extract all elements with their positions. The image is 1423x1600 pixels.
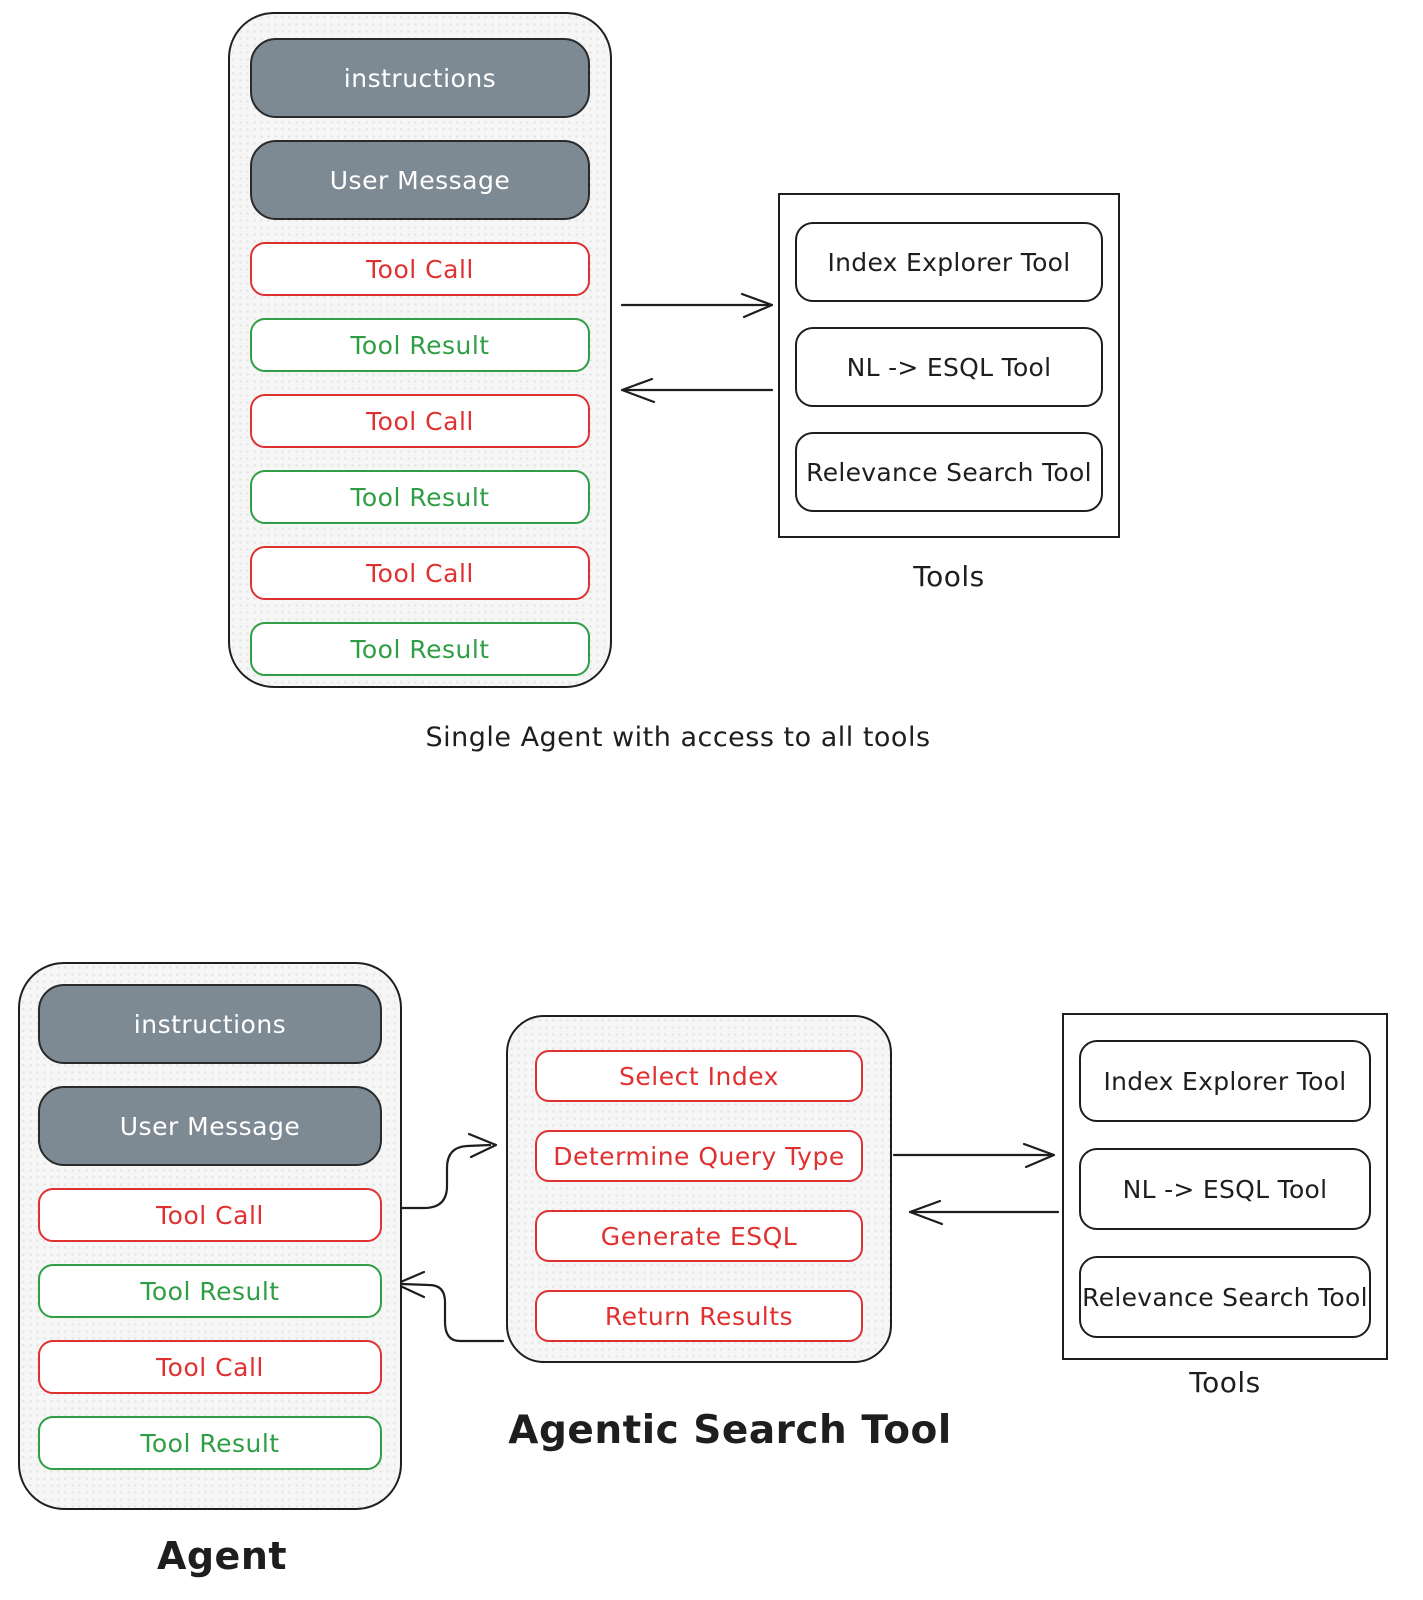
tool-result-box: Tool Result: [250, 622, 590, 676]
tool-call-box: Tool Call: [250, 546, 590, 600]
tool-result-box: Tool Result: [38, 1416, 382, 1470]
tool-result-box: Tool Result: [38, 1264, 382, 1318]
bottom-tools-box: Index Explorer Tool NL -> ESQL Tool Rele…: [1062, 1013, 1388, 1360]
arrow-top-agent-to-tools: [620, 292, 774, 319]
index-explorer-tool: Index Explorer Tool: [795, 222, 1103, 302]
agentic-search-tool-caption: Agentic Search Tool: [508, 1408, 952, 1453]
arrow-agentic-search-to-tool-result: [394, 1270, 505, 1343]
nl-to-esql-tool: NL -> ESQL Tool: [1079, 1148, 1371, 1230]
relevance-search-tool: Relevance Search Tool: [795, 432, 1103, 512]
user-message-box: User Message: [38, 1086, 382, 1166]
arrow-tools-to-agentic-search: [908, 1199, 1060, 1226]
agentic-search-tool-container: Select Index Determine Query Type Genera…: [506, 1015, 892, 1363]
agent-container: instructions User Message Tool Call Tool…: [18, 962, 402, 1510]
arrow-agentic-search-to-tools: [892, 1142, 1056, 1169]
bottom-tools-caption: Tools: [1189, 1366, 1261, 1399]
instructions-box: instructions: [38, 984, 382, 1064]
top-tools-box: Index Explorer Tool NL -> ESQL Tool Rele…: [778, 193, 1120, 538]
generate-esql-step: Generate ESQL: [535, 1210, 863, 1262]
relevance-search-tool: Relevance Search Tool: [1079, 1256, 1371, 1338]
tool-call-box: Tool Call: [250, 394, 590, 448]
top-tools-caption: Tools: [913, 560, 985, 593]
nl-to-esql-tool: NL -> ESQL Tool: [795, 327, 1103, 407]
tool-result-box: Tool Result: [250, 470, 590, 524]
return-results-step: Return Results: [535, 1290, 863, 1342]
agent-caption: Agent: [156, 1534, 288, 1578]
user-message-box: User Message: [250, 140, 590, 220]
tool-result-box: Tool Result: [250, 318, 590, 372]
tool-call-box: Tool Call: [250, 242, 590, 296]
arrow-top-tools-to-agent: [620, 377, 774, 404]
determine-query-type-step: Determine Query Type: [535, 1130, 863, 1182]
tool-call-box: Tool Call: [38, 1188, 382, 1242]
arrow-tool-call-to-agentic-search: [384, 1132, 498, 1210]
tool-call-box: Tool Call: [38, 1340, 382, 1394]
index-explorer-tool: Index Explorer Tool: [1079, 1040, 1371, 1122]
instructions-box: instructions: [250, 38, 590, 118]
single-agent-container: instructions User Message Tool Call Tool…: [228, 12, 612, 688]
select-index-step: Select Index: [535, 1050, 863, 1102]
single-agent-caption: Single Agent with access to all tools: [425, 722, 931, 753]
